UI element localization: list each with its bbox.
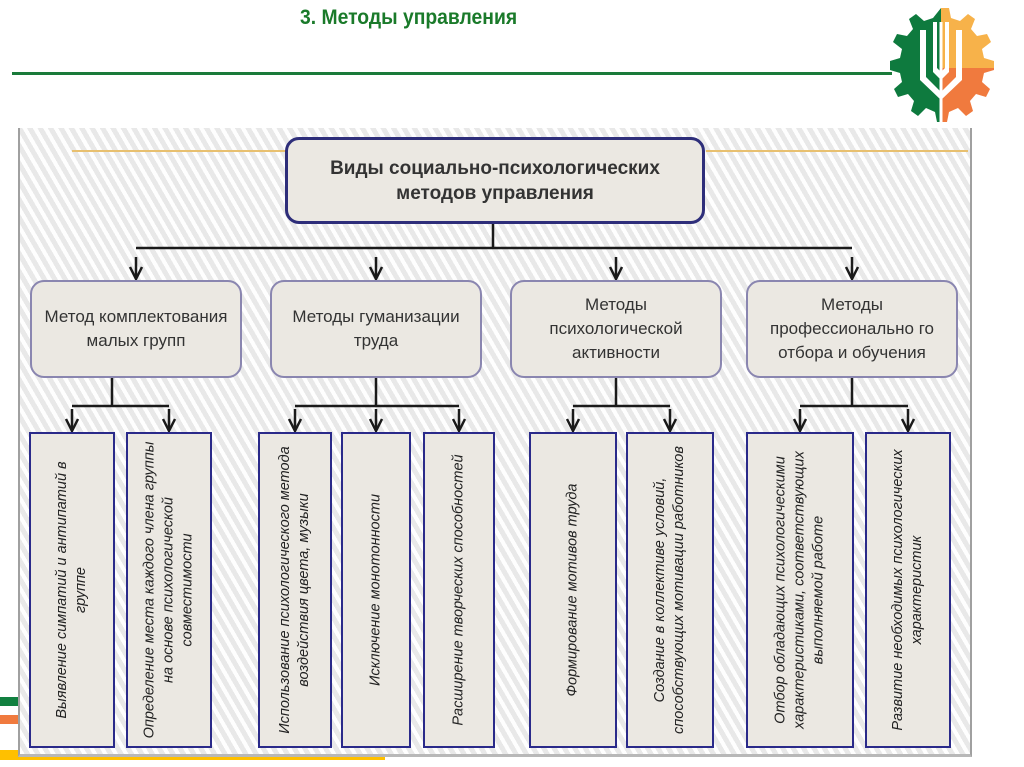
slide-title: 3. Методы управления — [300, 6, 518, 29]
root-node-label: Виды социально-психологических методов у… — [330, 157, 660, 204]
connector-lines — [64, 224, 916, 434]
arrow-head-icon — [64, 418, 80, 434]
leaf-node-label: Исключение монотонности — [367, 493, 384, 687]
leaf-node: Развитие необходимых психологических хар… — [865, 432, 951, 748]
method-node-psych-activity: Методы психологической активности — [510, 280, 722, 378]
leaf-node-label: Отбор обладающих психологическими характ… — [772, 451, 827, 729]
method-node-humanization: Методы гуманизации труда — [270, 280, 482, 378]
arrow-head-icon — [662, 418, 678, 434]
arrow-head-icon — [900, 418, 916, 434]
leaf-node: Создание в коллективе условий, способств… — [626, 432, 714, 748]
methods-diagram: Виды социально-психологических методов у… — [18, 128, 972, 757]
leaf-node-label: Развитие необходимых психологических хар… — [890, 449, 925, 731]
leaf-node-label: Определение места каждого члена группы н… — [141, 441, 196, 739]
gear-wheat-logo-icon — [890, 8, 994, 126]
arrow-head-icon — [451, 418, 467, 434]
method-node-small-groups: Метод комплектования малых групп — [30, 280, 242, 378]
leaf-node-label: Создание в коллективе условий, способств… — [652, 446, 687, 734]
leaf-node-label: Выявление симпатий и антипатий в группе — [54, 461, 89, 719]
leaf-node: Определение места каждого члена группы н… — [126, 432, 212, 748]
arrow-head-icon — [287, 418, 303, 434]
root-node: Виды социально-психологических методов у… — [285, 137, 705, 224]
arrow-head-icon — [161, 418, 177, 434]
arrow-head-icon — [844, 266, 860, 282]
arrow-head-icon — [608, 266, 624, 282]
decorative-line-left — [72, 150, 304, 152]
footer-stripe-orange — [0, 715, 18, 724]
arrow-head-icon — [792, 418, 808, 434]
leaf-node-label: Расширение творческих способностей — [450, 454, 467, 726]
method-node-label: Метод комплектования малых групп — [44, 307, 228, 350]
leaf-node-label: Использование психологического метода во… — [277, 446, 312, 734]
method-node-label: Методы гуманизации труда — [292, 307, 460, 350]
leaf-node: Отбор обладающих психологическими характ… — [746, 432, 854, 748]
arrow-head-icon — [368, 266, 384, 282]
arrow-head-icon — [565, 418, 581, 434]
decorative-line-right — [706, 150, 968, 152]
method-node-label: Методы профессионально го отбора и обуче… — [770, 295, 934, 362]
method-node-professional-selection: Методы профессионально го отбора и обуче… — [746, 280, 958, 378]
arrow-head-icon — [368, 418, 384, 434]
arrow-head-icon — [128, 266, 144, 282]
leaf-node: Формирование мотивов труда — [529, 432, 617, 748]
leaf-node: Выявление симпатий и антипатий в группе — [29, 432, 115, 748]
leaf-node: Использование психологического метода во… — [258, 432, 332, 748]
leaf-node: Расширение творческих способностей — [423, 432, 495, 748]
leaf-node: Исключение монотонности — [341, 432, 411, 748]
title-underline — [12, 72, 892, 75]
method-node-label: Методы психологической активности — [549, 295, 683, 362]
footer-stripe-green — [0, 697, 18, 706]
leaf-node-label: Формирование мотивов труда — [564, 483, 581, 697]
